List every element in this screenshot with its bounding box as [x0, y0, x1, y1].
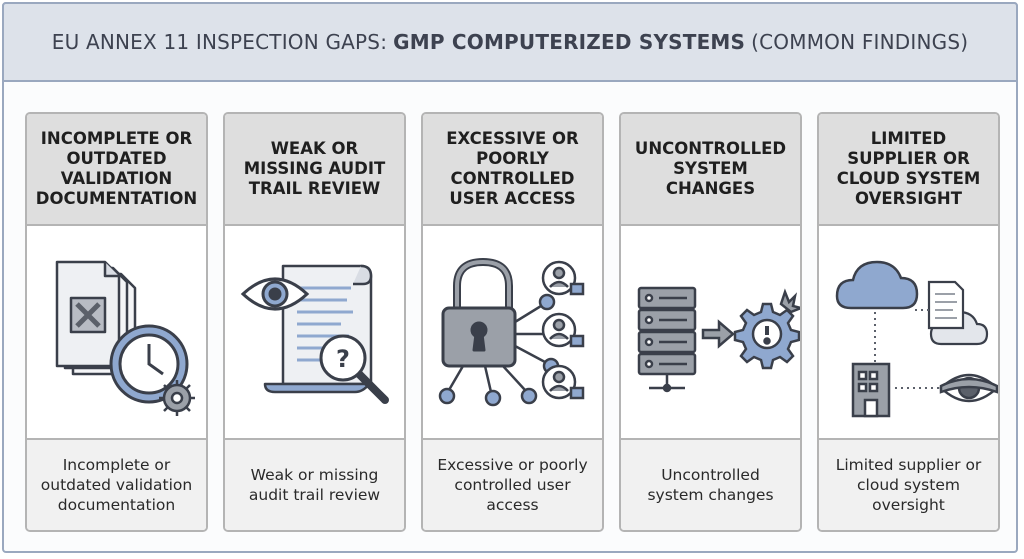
card-caption: Excessive or poorly controlled user acce… — [423, 438, 602, 530]
documents-clock-gear-icon — [27, 226, 206, 444]
finding-card-validation: INCOMPLETE OR OUTDATED VALIDATION DOCUME… — [25, 112, 208, 532]
eye-scroll-magnifier-icon: ? — [225, 226, 404, 444]
finding-card-audit-trail: WEAK OR MISSING AUDIT TRAIL REVIEW ? — [223, 112, 406, 532]
padlock-keys-users-icon — [423, 226, 602, 444]
card-heading: EXCESSIVE OR POORLY CONTROLLED USER ACCE… — [423, 114, 602, 226]
finding-card-user-access: EXCESSIVE OR POORLY CONTROLLED USER ACCE… — [421, 112, 604, 532]
cloud-building-eye-icon — [819, 226, 998, 444]
svg-text:?: ? — [336, 345, 350, 373]
card-heading: INCOMPLETE OR OUTDATED VALIDATION DOCUME… — [27, 114, 206, 226]
card-caption: Weak or missing audit trail review — [225, 438, 404, 530]
card-caption: Incomplete or outdated validation docume… — [27, 438, 206, 530]
card-caption: Limited supplier or cloud system oversig… — [819, 438, 998, 530]
server-gear-alert-icon — [621, 226, 800, 444]
title-emphasis: GMP COMPUTERIZED SYSTEMS — [393, 30, 746, 54]
card-heading: UNCONTROLLED SYSTEM CHANGES — [621, 114, 800, 226]
title-prefix: EU ANNEX 11 INSPECTION GAPS: — [51, 30, 388, 54]
card-heading: WEAK OR MISSING AUDIT TRAIL REVIEW — [225, 114, 404, 226]
finding-card-system-changes: UNCONTROLLED SYSTEM CHANGES — [619, 112, 802, 532]
card-heading: LIMITED SUPPLIER OR CLOUD SYSTEM OVERSIG… — [819, 114, 998, 226]
title-suffix: (COMMON FINDINGS) — [751, 30, 969, 54]
page-title: EU ANNEX 11 INSPECTION GAPS: GMP COMPUTE… — [2, 2, 1018, 82]
card-caption: Uncontrolled system changes — [621, 438, 800, 530]
finding-card-supplier-oversight: LIMITED SUPPLIER OR CLOUD SYSTEM OVERSIG… — [817, 112, 1000, 532]
